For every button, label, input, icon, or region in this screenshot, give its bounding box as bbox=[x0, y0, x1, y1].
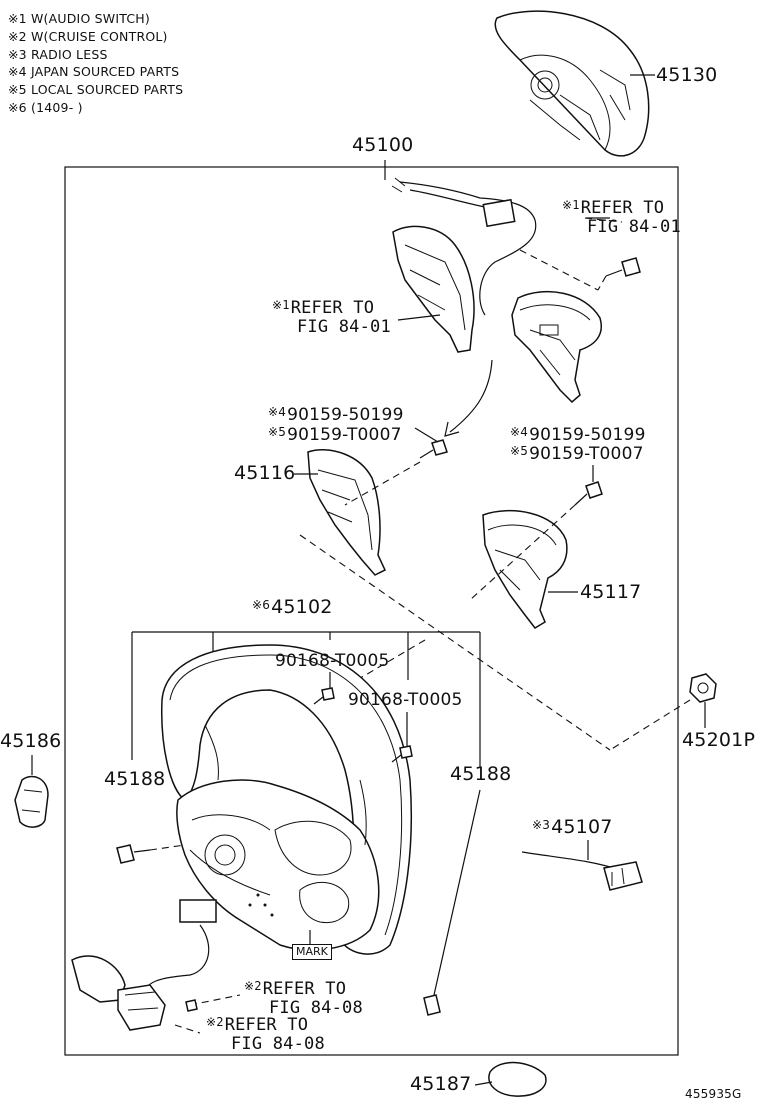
part-45117[interactable]: 45117 bbox=[580, 581, 642, 603]
note-1: ※1 W(AUDIO SWITCH) bbox=[8, 11, 150, 26]
dash-45188-left bbox=[149, 844, 186, 851]
ref-cruise-lower-line2: FIG 84-08 bbox=[231, 1034, 325, 1054]
ref-top-right[interactable]: ※1REFER TO FIG 84-01 bbox=[562, 196, 681, 237]
horn-pad-cover-45130 bbox=[494, 10, 650, 157]
assembly-frame bbox=[64, 166, 679, 1056]
ref-cruise-lower[interactable]: ※2REFER TO FIG 84-08 bbox=[206, 1013, 325, 1054]
dash-cruise-lower bbox=[174, 1024, 201, 1034]
ref-cruise-lower-mark: ※2 bbox=[206, 1015, 224, 1029]
part-45102[interactable]: ※645102 bbox=[252, 598, 333, 617]
part-45100[interactable]: 45100 bbox=[352, 134, 414, 156]
screw-cruise bbox=[185, 999, 198, 1012]
ref-top-right-mark: ※1 bbox=[562, 198, 580, 212]
cruise-control-switch bbox=[71, 899, 217, 1031]
cover-45186 bbox=[14, 775, 49, 828]
screw-right-4-num: 90159-50199 bbox=[529, 425, 646, 445]
screw-right-4[interactable]: ※490159-50199 bbox=[510, 426, 646, 444]
note-6: ※6 (1409- ) bbox=[8, 99, 83, 115]
diagram-code: 455935G bbox=[685, 1087, 742, 1101]
part-45102-num: 45102 bbox=[271, 596, 333, 618]
part-45188-left[interactable]: 45188 bbox=[104, 768, 166, 790]
part-45188-right[interactable]: 45188 bbox=[450, 763, 512, 785]
screw-right-5-mark: ※5 bbox=[510, 444, 529, 458]
switch-cover-upper-right bbox=[511, 290, 602, 404]
part-45107-mark: ※3 bbox=[532, 818, 551, 832]
legend-notes: ※1 W(AUDIO SWITCH) ※2 W(CRUISE CONTROL) … bbox=[8, 10, 183, 117]
screw-upper-right bbox=[605, 257, 641, 277]
screw-left-5[interactable]: ※590159-T0007 bbox=[268, 426, 402, 444]
dash-45117 bbox=[339, 504, 576, 691]
screw-left-4-num: 90159-50199 bbox=[287, 405, 404, 425]
ref-top-right-line2: FIG 84-01 bbox=[587, 217, 681, 237]
bracket-45102 bbox=[131, 631, 481, 768]
part-45187[interactable]: 45187 bbox=[410, 1073, 472, 1095]
leader-ref-top-left bbox=[397, 314, 441, 321]
wire-45107 bbox=[521, 851, 643, 891]
switch-cover-45116 bbox=[307, 449, 386, 576]
ref-cruise-upper-line1: REFER TO bbox=[262, 979, 347, 999]
bolt-45188-right bbox=[423, 789, 481, 1016]
note-5: ※5 LOCAL SOURCED PARTS bbox=[8, 82, 184, 98]
mark-box: MARK bbox=[292, 944, 332, 960]
bolt-label-t0005-a[interactable]: 90168-T0005 bbox=[275, 651, 390, 671]
note-3: ※3 RADIO LESS bbox=[8, 46, 108, 62]
part-45107-num: 45107 bbox=[551, 816, 613, 838]
switch-cover-upper-left bbox=[392, 225, 475, 353]
screw-right-4-mark: ※4 bbox=[510, 425, 529, 439]
switch-wire-harness bbox=[391, 177, 537, 316]
screw-right-5-num: 90159-T0007 bbox=[529, 444, 644, 464]
screw-left-5-num: 90159-T0007 bbox=[287, 425, 402, 445]
ref-top-left-line1: REFER TO bbox=[290, 298, 375, 318]
dash-45201p bbox=[609, 699, 691, 751]
dash-cruise-upper bbox=[189, 994, 241, 1006]
part-45102-mark: ※6 bbox=[252, 598, 271, 612]
ref-cruise-upper-mark: ※2 bbox=[244, 979, 262, 993]
screw-left-4[interactable]: ※490159-50199 bbox=[268, 406, 404, 424]
bolt-t0005-b bbox=[391, 745, 413, 763]
assembly-arrow bbox=[449, 359, 493, 433]
nut-45201p bbox=[689, 673, 717, 703]
bolt-45188-left bbox=[116, 844, 151, 864]
ref-top-left-mark: ※1 bbox=[272, 298, 290, 312]
ref-cruise-upper-line2: FIG 84-08 bbox=[269, 998, 363, 1018]
part-45130[interactable]: 45130 bbox=[656, 64, 718, 86]
ref-top-left[interactable]: ※1REFER TO FIG 84-01 bbox=[272, 296, 391, 337]
screw-right bbox=[574, 481, 603, 506]
cover-45187 bbox=[488, 1061, 547, 1097]
part-45186[interactable]: 45186 bbox=[0, 730, 62, 752]
ref-top-right-line1: REFER TO bbox=[580, 198, 665, 218]
part-45201p[interactable]: 45201P bbox=[682, 729, 756, 751]
ref-cruise-upper[interactable]: ※2REFER TO FIG 84-08 bbox=[244, 977, 363, 1018]
leader-45187 bbox=[474, 1081, 493, 1086]
dash-ref-top-right bbox=[519, 217, 623, 291]
part-45107[interactable]: ※345107 bbox=[532, 818, 613, 837]
bolt-t0005-a bbox=[313, 687, 335, 705]
screw-right-5[interactable]: ※590159-T0007 bbox=[510, 445, 644, 463]
screw-left-5-mark: ※5 bbox=[268, 425, 287, 439]
screw-left bbox=[419, 439, 448, 459]
bolt-label-t0005-b[interactable]: 90168-T0005 bbox=[348, 690, 463, 710]
note-2: ※2 W(CRUISE CONTROL) bbox=[8, 28, 168, 44]
part-45116[interactable]: 45116 bbox=[234, 462, 296, 484]
ref-top-left-line2: FIG 84-01 bbox=[297, 317, 391, 337]
steering-wheel-45102 bbox=[160, 644, 413, 955]
ref-cruise-lower-line1: REFER TO bbox=[224, 1015, 309, 1035]
switch-cover-45117 bbox=[482, 509, 568, 629]
leader-screw-left bbox=[414, 427, 439, 443]
screw-left-4-mark: ※4 bbox=[268, 405, 287, 419]
note-4: ※4 JAPAN SOURCED PARTS bbox=[8, 64, 180, 80]
dash-45116 bbox=[299, 461, 611, 751]
